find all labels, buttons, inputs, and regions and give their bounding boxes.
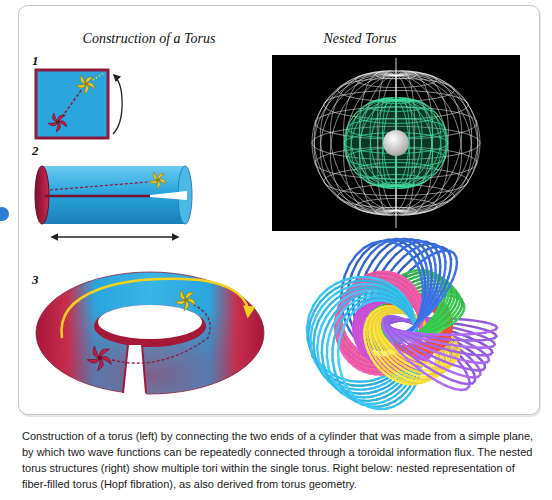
spiral-core xyxy=(184,298,188,302)
center-sphere xyxy=(383,130,409,156)
fiber-segment xyxy=(469,320,477,321)
torus-hole xyxy=(98,305,202,339)
spiral-core xyxy=(156,178,159,181)
spiral-core xyxy=(84,82,88,86)
fiber-segment xyxy=(462,325,470,326)
side-dot xyxy=(0,207,9,221)
fiber-segment xyxy=(461,319,469,320)
spiral-core xyxy=(98,356,103,361)
spiral-core xyxy=(56,120,60,124)
fiber-segment xyxy=(351,381,359,382)
fiber-segment xyxy=(470,326,478,328)
